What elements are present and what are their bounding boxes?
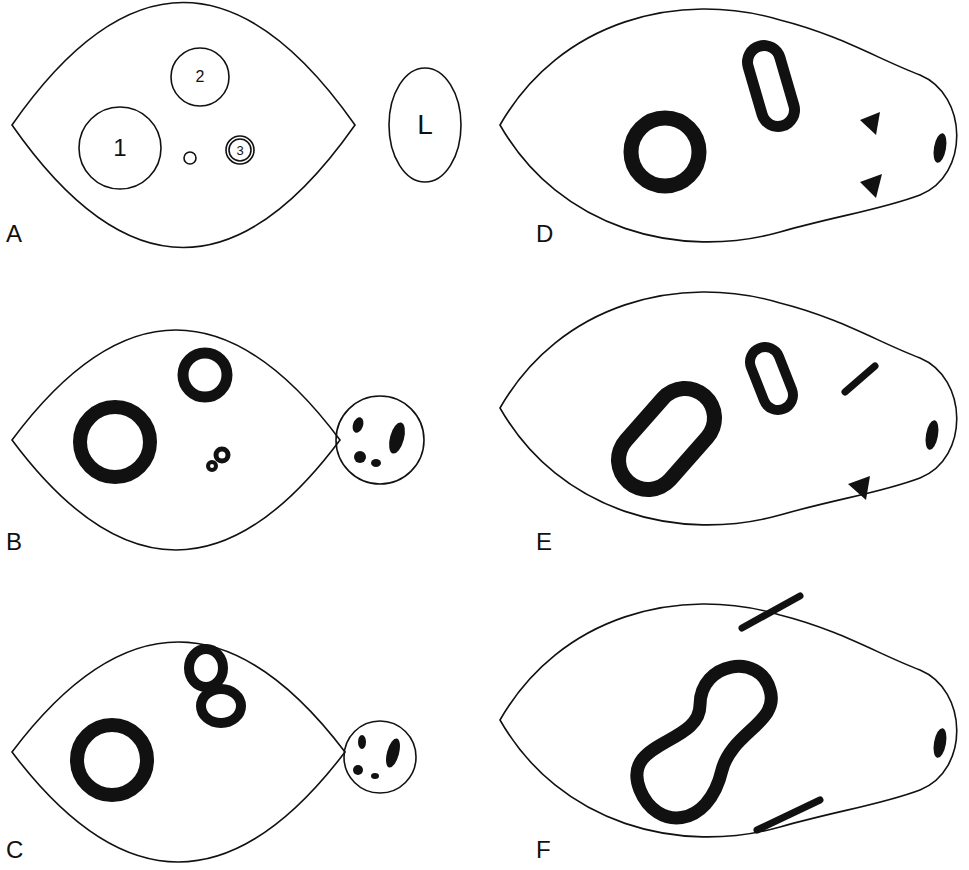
node-label: 1 xyxy=(113,136,126,160)
vacuole-circle: 2 xyxy=(170,47,230,107)
bud-outline xyxy=(344,721,416,793)
vacuole-circle: 1 xyxy=(78,106,162,190)
lipid-oval: L xyxy=(388,67,462,183)
vacuole-ring xyxy=(208,462,216,470)
small-vacuole xyxy=(184,152,196,164)
vacuole-ring xyxy=(631,118,699,186)
node-label: 2 xyxy=(196,69,205,85)
node-label: 3 xyxy=(236,144,243,157)
vacuole-ring xyxy=(183,353,227,397)
panel-letter: E xyxy=(536,530,552,554)
bud-outline xyxy=(336,396,424,484)
node-label: L xyxy=(417,111,433,139)
cell-outline xyxy=(500,9,957,242)
cell-outline xyxy=(12,330,340,550)
panel-letter: C xyxy=(6,838,23,862)
vacuole-circle: 3 xyxy=(225,135,255,165)
cell-outline xyxy=(12,3,355,248)
vacuole-ring xyxy=(201,689,241,723)
vacuole-ring xyxy=(77,725,147,795)
vacuole-ring xyxy=(637,666,772,817)
panel-letter: F xyxy=(536,838,551,862)
cell-outline xyxy=(500,292,957,525)
vacuole-ring xyxy=(189,649,223,687)
vacuole-ring xyxy=(80,407,150,477)
vacuole-ring xyxy=(216,449,228,461)
cell-outline xyxy=(12,642,345,862)
panel-letter: A xyxy=(6,222,22,246)
panel-letter: D xyxy=(536,222,553,246)
panel-letter: B xyxy=(6,530,22,554)
cell-outline xyxy=(500,604,957,837)
